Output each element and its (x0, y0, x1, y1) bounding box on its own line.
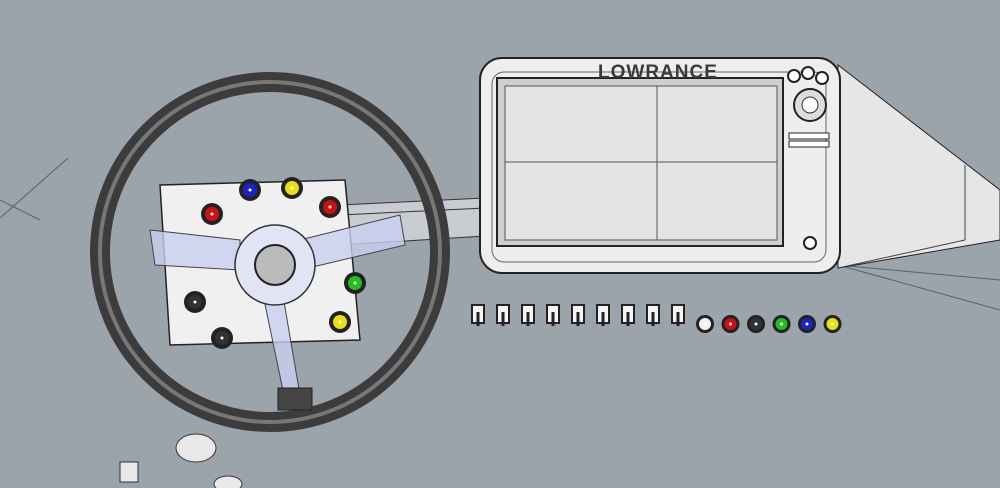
brand-logo: LOWRANCE (598, 62, 718, 83)
push-button[interactable] (721, 315, 740, 333)
loose-parts (119, 433, 243, 488)
wheel-button[interactable] (281, 177, 303, 199)
wheel-button[interactable] (239, 179, 261, 201)
toggle-switch[interactable] (521, 304, 535, 326)
toggle-switch[interactable] (546, 304, 560, 326)
steering-wheel[interactable] (90, 72, 450, 432)
toggle-switch[interactable] (496, 304, 510, 326)
push-button-row (696, 315, 842, 333)
toggle-switch-row (471, 304, 685, 326)
display-keypad[interactable] (788, 132, 830, 148)
toggle-switch[interactable] (596, 304, 610, 326)
wheel-button[interactable] (329, 311, 351, 333)
wheel-button[interactable] (184, 291, 206, 313)
toggle-switch[interactable] (571, 304, 585, 326)
toggle-switch[interactable] (671, 304, 685, 326)
construction-lines (0, 157, 1000, 311)
display-bracket (837, 63, 1000, 269)
wheel-button[interactable] (344, 272, 366, 294)
toggle-switch[interactable] (471, 304, 485, 326)
wheel-button[interactable] (211, 327, 233, 349)
display-knob[interactable] (787, 66, 829, 122)
push-button[interactable] (747, 315, 765, 333)
chartplotter-display[interactable]: LOWRANCE (479, 57, 841, 274)
toggle-switch[interactable] (646, 304, 660, 326)
push-button[interactable] (696, 315, 714, 333)
wheel-button[interactable] (319, 196, 341, 218)
push-button[interactable] (798, 315, 816, 333)
wheel-button[interactable] (201, 203, 223, 225)
push-button[interactable] (772, 315, 791, 333)
power-button[interactable] (803, 236, 817, 250)
push-button[interactable] (823, 315, 842, 333)
wheel-bottom-clamp (277, 387, 313, 411)
toggle-switch[interactable] (621, 304, 635, 326)
